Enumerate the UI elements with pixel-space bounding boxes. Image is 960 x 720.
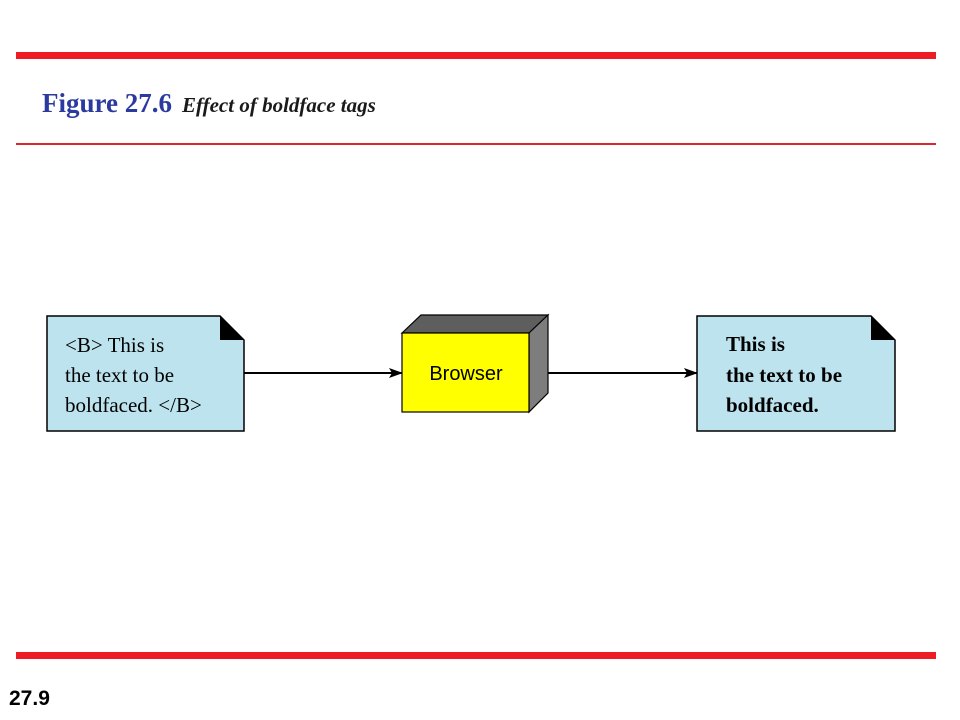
output-line-1: This is	[726, 332, 785, 356]
browser-box-front	[401, 332, 530, 413]
top-rule-thick	[16, 52, 936, 59]
output-document-shape	[696, 315, 896, 432]
output-line-3: boldfaced.	[726, 393, 819, 417]
bottom-rule-thick	[16, 652, 936, 659]
input-document-shape	[46, 315, 245, 432]
input-line-2: the text to be	[65, 363, 174, 387]
input-line-3: boldfaced. </B>	[65, 393, 202, 417]
output-document-fold	[871, 316, 895, 340]
browser-box-top	[400, 314, 550, 334]
output-line-2: the text to be	[726, 363, 842, 387]
browser-label: Browser	[429, 363, 503, 385]
input-document-fold	[220, 316, 244, 340]
slide-title: Figure 27.6 Effect of boldface tags	[42, 88, 376, 119]
page-number: 27.9	[9, 687, 50, 710]
title-underline	[16, 143, 936, 145]
figure-caption: Effect of boldface tags	[182, 93, 376, 117]
browser-box: Browser	[400, 313, 550, 414]
input-line-1: <B> This is	[65, 333, 164, 357]
browser-box-side	[528, 313, 549, 414]
output-document: This is the text to be boldfaced.	[696, 315, 896, 432]
input-document: <B> This is the text to be boldfaced. </…	[46, 315, 245, 432]
figure-number: Figure 27.6	[42, 88, 172, 118]
